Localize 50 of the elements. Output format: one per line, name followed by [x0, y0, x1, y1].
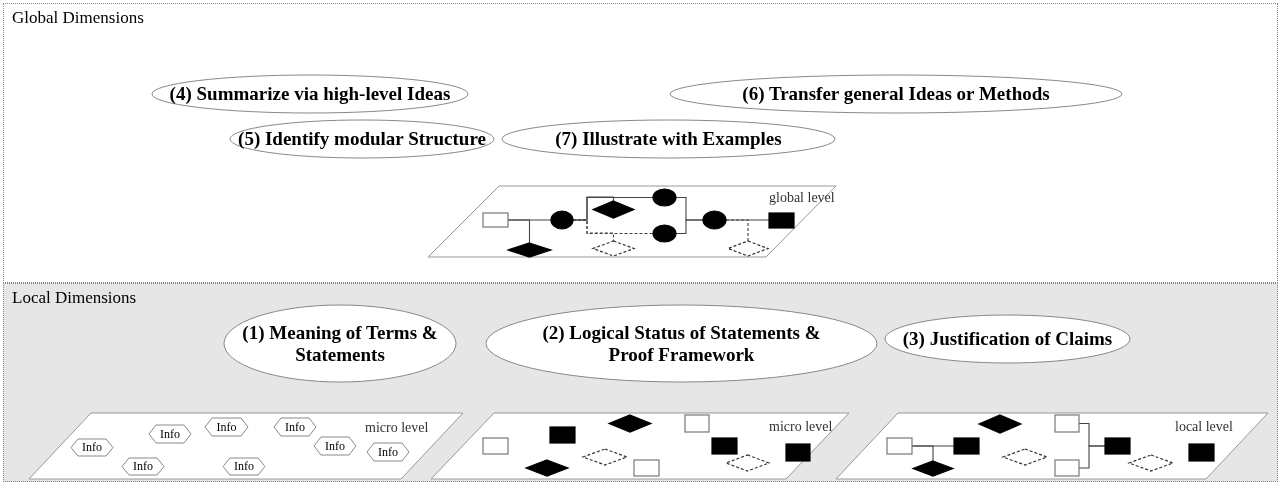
square-symbol	[1053, 458, 1081, 478]
section-heading: Local Dimensions	[12, 288, 137, 308]
level-label: micro level	[365, 420, 429, 436]
square-symbol	[481, 436, 510, 456]
square-symbol	[885, 436, 914, 456]
square-symbol	[548, 425, 577, 445]
diamond-symbol	[607, 413, 653, 434]
square-symbol	[767, 211, 796, 230]
dimension-oval: (1) Meaning of Terms & Statements	[223, 304, 457, 383]
circle-symbol	[701, 209, 728, 231]
square-symbol	[1053, 413, 1081, 434]
dimension-oval: (7) Illustrate with Examples	[501, 119, 836, 159]
connector-line	[725, 219, 749, 242]
square-symbol	[481, 211, 510, 229]
level-label: global level	[769, 190, 835, 206]
square-symbol	[952, 436, 981, 456]
section-panel	[3, 283, 1278, 482]
square-symbol	[632, 458, 661, 478]
dimension-oval: (2) Logical Status of Statements & Proof Framework	[485, 304, 878, 383]
circle-symbol	[651, 187, 678, 208]
circle-symbol	[651, 223, 678, 244]
diamond-symbol	[591, 199, 636, 220]
square-symbol	[1103, 436, 1132, 456]
diamond-symbol	[724, 453, 771, 473]
level-label: local level	[1175, 419, 1233, 435]
diamond-symbol	[726, 239, 770, 258]
connector-line	[1078, 445, 1106, 469]
diamond-symbol	[591, 239, 636, 258]
diamond-symbol	[1001, 447, 1049, 467]
connector-line	[911, 445, 934, 462]
square-symbol	[683, 413, 711, 434]
dimension-oval: (4) Summarize via high-level Ideas	[151, 74, 469, 114]
circle-symbol	[549, 209, 575, 231]
diamond-symbol	[581, 447, 629, 467]
diamond-symbol	[506, 241, 553, 259]
dimension-oval: (5) Identify modular Structure	[229, 119, 495, 159]
diamond-symbol	[1127, 453, 1175, 473]
diamond-symbol	[911, 459, 955, 478]
dimension-oval: (3) Justification of Claims	[884, 314, 1131, 364]
square-symbol	[710, 436, 739, 456]
section-heading: Global Dimensions	[12, 8, 144, 28]
square-symbol	[784, 442, 812, 463]
connector-line	[675, 219, 704, 235]
section-panel	[3, 3, 1278, 283]
diamond-symbol	[977, 413, 1023, 435]
square-symbol	[1187, 442, 1216, 463]
dimension-oval: (6) Transfer general Ideas or Methods	[669, 74, 1123, 114]
connector-line	[507, 219, 531, 244]
level-label: micro level	[769, 419, 833, 435]
diamond-symbol	[524, 458, 570, 478]
